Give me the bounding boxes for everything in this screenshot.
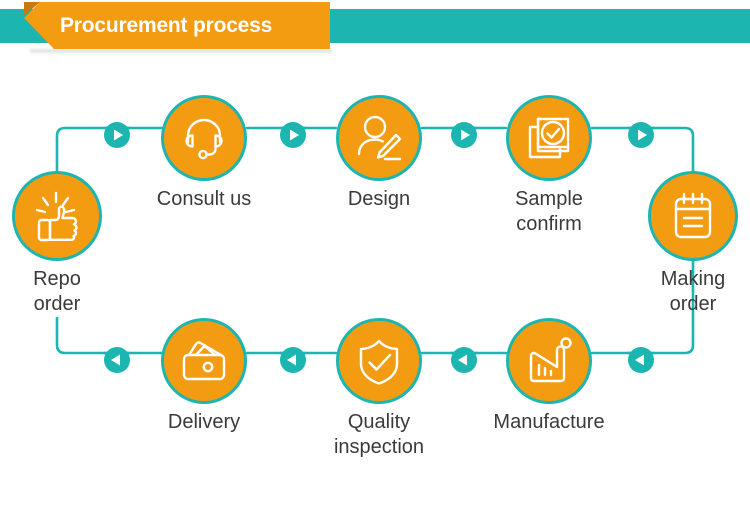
step-label: Consult us bbox=[156, 188, 252, 210]
node-circle[interactable] bbox=[336, 318, 422, 404]
step-label: Design bbox=[347, 188, 411, 210]
process-step-delivery[interactable]: Delivery bbox=[161, 318, 247, 433]
arrow-left-icon bbox=[104, 347, 130, 373]
factory-icon bbox=[529, 337, 572, 383]
documents-check-icon bbox=[528, 117, 570, 159]
thumbs-up-icon bbox=[35, 191, 78, 242]
process-step-quality-inspection[interactable]: Quality inspection bbox=[334, 318, 424, 458]
person-pencil-icon bbox=[357, 115, 402, 161]
arrow-right-icon bbox=[628, 122, 654, 148]
node-circle[interactable] bbox=[648, 171, 738, 261]
step-label: Making order bbox=[660, 268, 726, 315]
arrow-left-icon bbox=[628, 347, 654, 373]
banner-orange-ribbon bbox=[24, 2, 330, 49]
arrow-right-icon bbox=[280, 122, 306, 148]
node-circle[interactable] bbox=[506, 318, 592, 404]
path-arrow8-to-repo bbox=[55, 316, 132, 355]
process-step-design[interactable]: Design bbox=[336, 95, 422, 210]
node-circle[interactable] bbox=[506, 95, 592, 181]
step-label: Quality inspection bbox=[333, 411, 425, 458]
wallet-icon bbox=[182, 341, 226, 381]
step-label: Sample confirm bbox=[515, 188, 583, 235]
node-circle[interactable] bbox=[336, 95, 422, 181]
node-circle[interactable] bbox=[161, 318, 247, 404]
arrow-right-icon bbox=[451, 122, 477, 148]
banner-ribbon-shadow bbox=[30, 49, 332, 53]
path-repo-to-consult bbox=[55, 126, 132, 173]
headset-icon bbox=[185, 118, 223, 160]
arrow-right-icon bbox=[104, 122, 130, 148]
notepad-icon bbox=[674, 192, 712, 239]
arrow-left-icon bbox=[280, 347, 306, 373]
path-arrow4-to-making bbox=[626, 126, 695, 173]
step-label: Manufacture bbox=[493, 411, 605, 433]
page-title: Procurement process bbox=[60, 14, 273, 37]
process-step-repo-order[interactable]: Repo order bbox=[12, 171, 102, 315]
process-step-sample-confirm[interactable]: Sample confirm bbox=[506, 95, 592, 235]
node-circle[interactable] bbox=[12, 171, 102, 261]
process-step-manufacture[interactable]: Manufacture bbox=[493, 318, 605, 433]
banner: Procurement process bbox=[0, 0, 750, 60]
shield-check-icon bbox=[359, 339, 399, 385]
step-label: Repo order bbox=[33, 268, 81, 315]
process-step-making-order[interactable]: Making order bbox=[648, 171, 738, 315]
arrow-left-icon bbox=[451, 347, 477, 373]
step-label: Delivery bbox=[167, 411, 241, 433]
process-step-consult-us[interactable]: Consult us bbox=[157, 95, 251, 210]
node-circle[interactable] bbox=[161, 95, 247, 181]
path-making-to-manufacture bbox=[626, 259, 695, 355]
